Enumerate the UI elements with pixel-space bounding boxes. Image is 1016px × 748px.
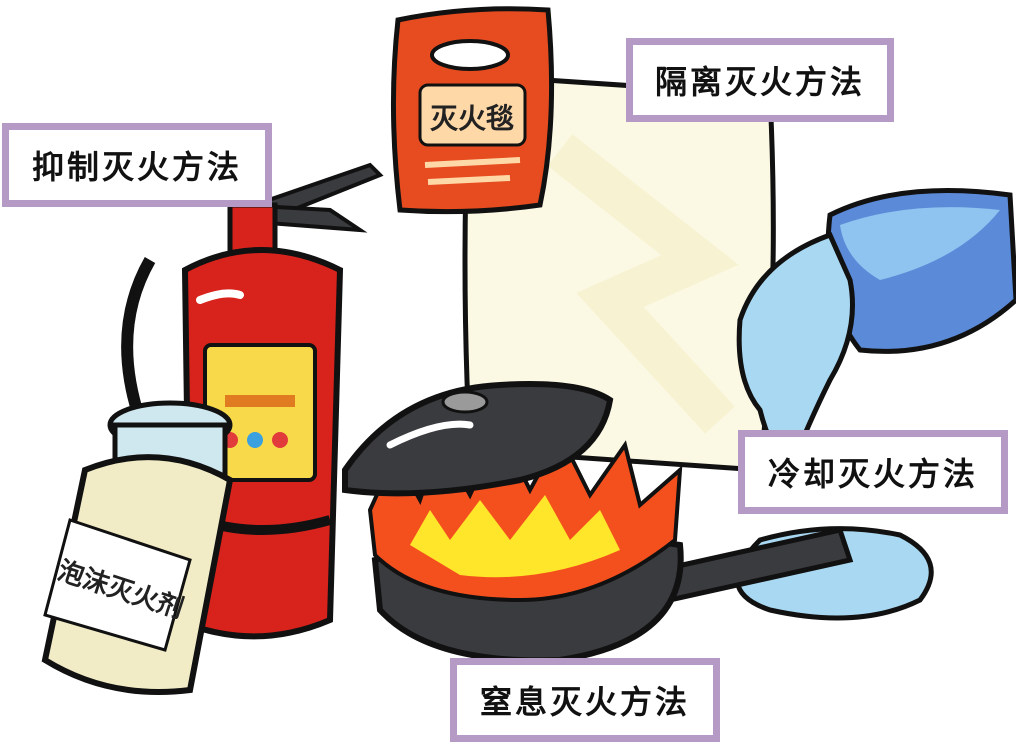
cooling-method-label: 冷却灭火方法 (738, 430, 1008, 514)
suppression-method-label: 抑制灭火方法 (2, 123, 272, 207)
isolation-method-label: 隔离灭火方法 (626, 38, 894, 122)
smothering-method-label: 窒息灭火方法 (450, 658, 720, 742)
fire-extinguisher-icon (121, 162, 384, 640)
foam-bottle-icon: 泡沫灭火剂 (41, 400, 234, 695)
fire-blanket-bag-icon: 灭火毯 (390, 6, 555, 215)
pan-lid-icon (342, 381, 614, 497)
fire-blanket-bag-label: 灭火毯 (430, 102, 514, 135)
